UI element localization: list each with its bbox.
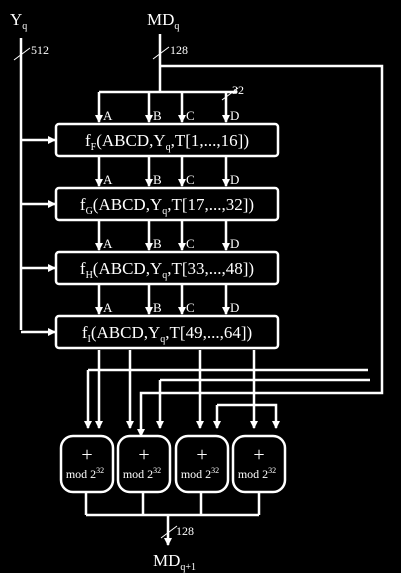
md-feedback-line [137, 64, 384, 437]
letter-label-a: A [103, 108, 113, 123]
adder-4: +mod 232 [231, 434, 287, 494]
letter-label-c: C [186, 172, 195, 187]
adder-plus-icon: + [138, 444, 149, 466]
word-width-label: 32 [232, 83, 244, 97]
output-width-slash [160, 525, 178, 539]
letter-label-b: B [153, 236, 162, 251]
rounds: A B C DfF(ABCD,Yq,T[1,...,16]) A B C DfG(ABCD,Y… [21, 92, 280, 350]
round-3: A B C DfH(ABCD,Yq,T[33,...,48]) [21, 220, 280, 286]
round-4: A B C DfI(ABCD,Yq,T[49,...,64]) [21, 284, 280, 350]
letter-label-c: C [186, 300, 195, 315]
adder-1: +mod 232 [59, 434, 115, 494]
md-width-slash [152, 46, 170, 60]
letter-label-a: A [103, 300, 113, 315]
adder-box [231, 434, 287, 494]
letter-label-b: B [153, 300, 162, 315]
round-box [54, 122, 280, 158]
output-label: MDq+1 [153, 551, 196, 573]
round-1: A B C DfF(ABCD,Yq,T[1,...,16]) [21, 92, 280, 158]
letter-label-d: D [230, 236, 239, 251]
y-width-label: 512 [31, 43, 49, 57]
round-function-label: fH(ABCD,Yq,T[33,...,48]) [80, 259, 254, 281]
md-input-label: MDq [147, 10, 179, 32]
letter-label-c: C [186, 108, 195, 123]
feedback-dist-5 [217, 403, 280, 429]
letter-label-a: A [103, 236, 113, 251]
adder-2: +mod 232 [116, 434, 172, 494]
adder-mod-label: mod 232 [181, 466, 219, 481]
adder-mod-label: mod 232 [123, 466, 161, 481]
round-function-label: fI(ABCD,Yq,T[49,...,64]) [82, 323, 252, 345]
letter-label-c: C [186, 236, 195, 251]
adder-box [59, 434, 115, 494]
md-width-label: 128 [170, 43, 188, 57]
round-2: A B C DfG(ABCD,Yq,T[17,...,32]) [21, 156, 280, 222]
y-width-slash [13, 47, 31, 61]
adder-plus-icon: + [196, 444, 207, 466]
adder-3: +mod 232 [174, 434, 230, 494]
adder-mod-label: mod 232 [238, 466, 276, 481]
y-input-label: Yq [10, 10, 27, 32]
adder-box [116, 434, 172, 494]
adders: +mod 232+mod 232+mod 232+mod 232 [59, 434, 287, 494]
round-box [54, 314, 280, 350]
round-box [54, 250, 280, 286]
adder-box [174, 434, 230, 494]
letter-label-d: D [230, 300, 239, 315]
letter-label-b: B [153, 108, 162, 123]
word-width-slash [221, 87, 239, 101]
round-function-label: fG(ABCD,Yq,T[17,...,32]) [80, 195, 254, 217]
letter-label-b: B [153, 172, 162, 187]
adder-mod-label: mod 232 [66, 466, 104, 481]
letter-label-a: A [103, 172, 113, 187]
round-function-label: fF(ABCD,Yq,T[1,...,16]) [85, 131, 249, 153]
round-box [54, 186, 280, 222]
letter-label-d: D [230, 172, 239, 187]
adder-plus-icon: + [253, 444, 264, 466]
adder-plus-icon: + [81, 444, 92, 466]
letter-label-d: D [230, 108, 239, 123]
output-width-label: 128 [176, 524, 194, 538]
